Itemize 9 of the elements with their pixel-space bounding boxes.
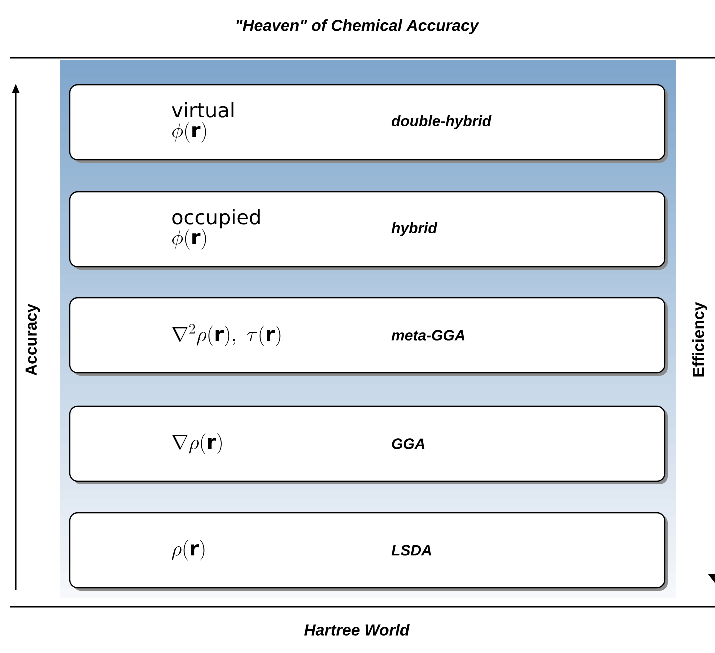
axis-label: Accuracy [26,304,40,376]
rung-box: virtual $\phi(\mathbf{r})$ double-hybrid [69,84,668,163]
rung-box: $\rho(\mathbf{r})$ LSDA [69,512,668,591]
footer-label: Hartree World [304,624,410,636]
rung-box: occupied $\phi(\mathbf{r})$ hybrid [69,191,668,270]
axis-label: Efficiency [692,302,708,377]
title: "Heaven" of Chemical Accuracy [236,20,480,34]
rung-box: $\nabla\rho(\mathbf{r})$ GGA [69,406,668,484]
rung-box: $\nabla^2\rho(\mathbf{r}),\ \tau(\mathbf{r})$ meta-GGA [69,297,668,376]
